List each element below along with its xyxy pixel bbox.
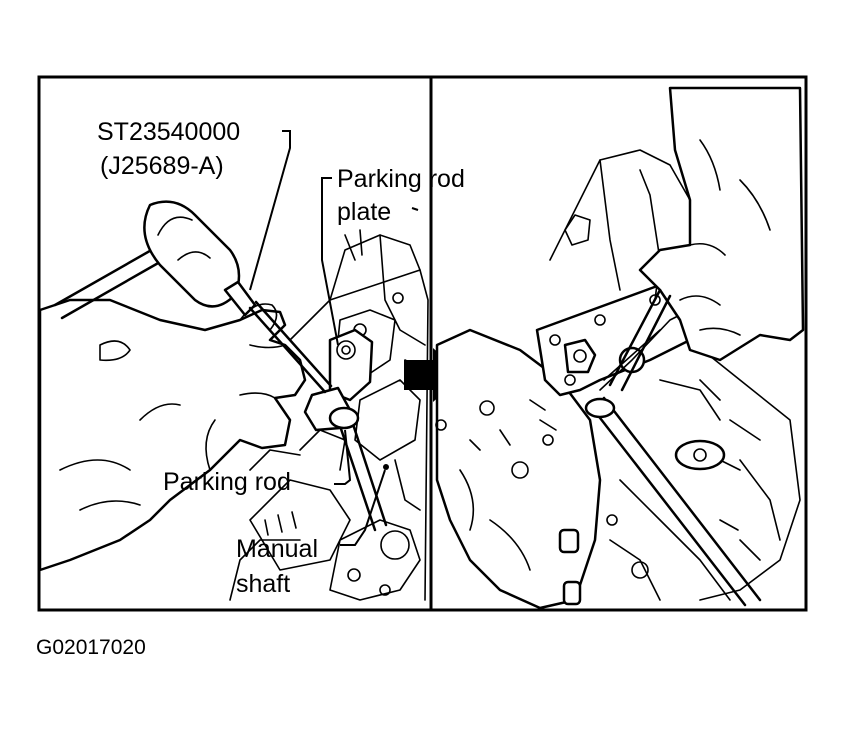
- left-transmission-housing: [229, 229, 429, 601]
- left-panel: ST23540000 (J25689-A) Parking rod plate …: [38, 118, 465, 601]
- manual-shaft-label-line2: shaft: [236, 570, 290, 598]
- tool-number-label: ST23540000: [97, 118, 240, 146]
- right-cover-housing: [435, 328, 602, 610]
- parking-rod-assembly: [303, 328, 388, 532]
- right-hand: [638, 86, 805, 362]
- arrow-right-icon: [404, 348, 463, 402]
- tool-hammer: [53, 200, 333, 394]
- left-hand: [38, 298, 307, 572]
- right-panel: [435, 86, 805, 610]
- left-leaders: [249, 130, 419, 546]
- parking-rod-plate-label-line2: plate: [337, 198, 391, 226]
- parking-rod-label: Parking rod: [163, 468, 291, 496]
- parking-rod-plate-label-line1: Parking rod: [337, 165, 465, 193]
- right-main-case: [549, 149, 801, 601]
- tool-alt-number-label: (J25689-A): [100, 152, 224, 180]
- manual-shaft-label-line1: Manual: [236, 535, 318, 563]
- right-tool: [608, 288, 672, 392]
- figure-code: G02017020: [36, 636, 146, 659]
- manual-shaft-marker: [383, 464, 389, 470]
